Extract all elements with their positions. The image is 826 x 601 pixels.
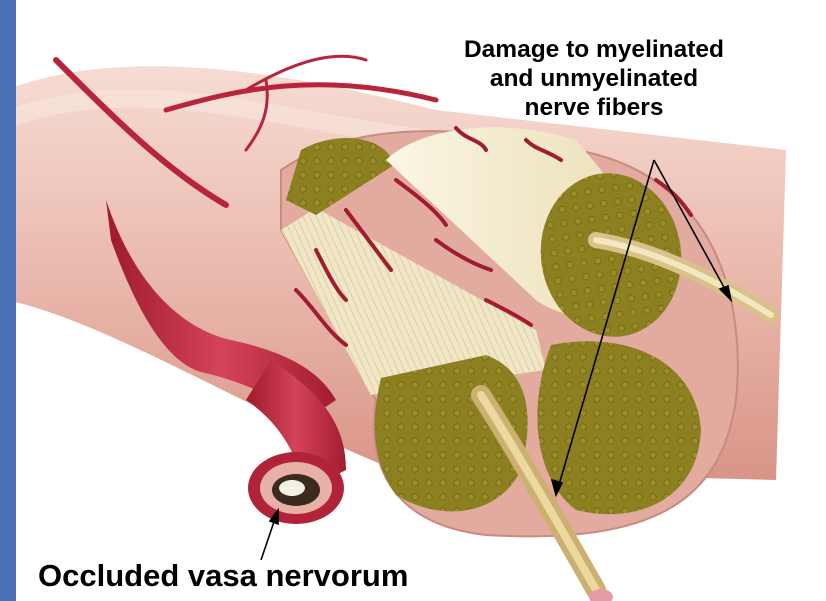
illustration-panel: Damage to myelinated and unmyelinated ne… (16, 0, 826, 601)
nerve-fibers-label-line-3: nerve fibers (414, 94, 774, 123)
nerve-fibers-label-line-1: Damage to myelinated (414, 36, 774, 65)
nerve-fibers-label: Damage to myelinated and unmyelinated ne… (414, 36, 774, 123)
nerve-fibers-label-line-2: and unmyelinated (414, 65, 774, 94)
vasa-nervorum-label: Occluded vasa nervorum (38, 558, 408, 595)
